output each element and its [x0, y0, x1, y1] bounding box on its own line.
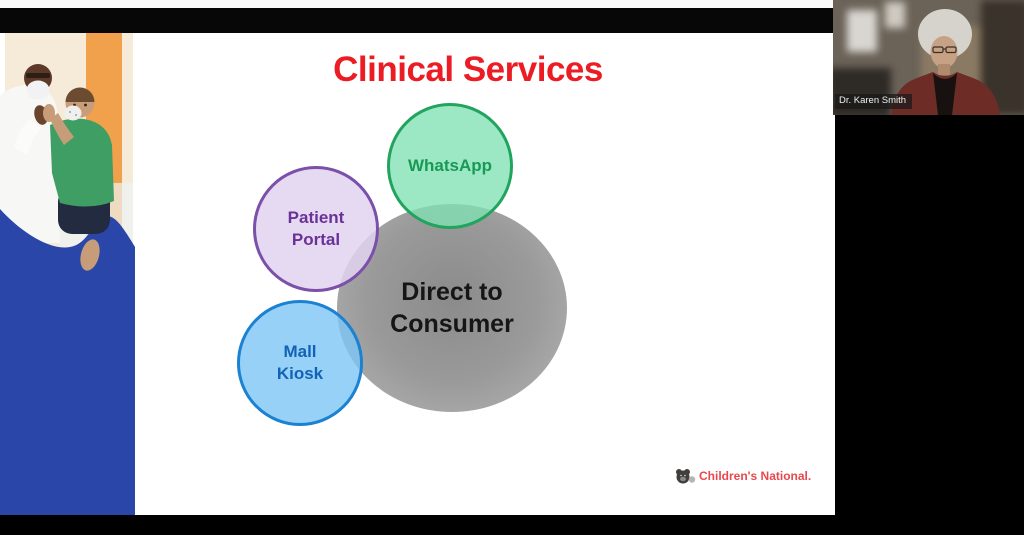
venn-mall-kiosk-label-line2: Kiosk	[276, 364, 324, 383]
share-top-strip	[0, 0, 835, 8]
participant-video	[891, 9, 1000, 115]
share-letterbox-bar	[0, 8, 833, 33]
venn-whatsapp-label: WhatsApp	[407, 156, 493, 175]
venn-patient-portal-label-line2: Portal	[291, 230, 341, 249]
bear-logo-icon	[676, 469, 696, 484]
venn-circle-whatsapp: WhatsApp	[387, 103, 513, 229]
participant-name-label: Dr. Karen Smith	[835, 94, 913, 110]
venn-circle-patient-portal: Patient Portal	[253, 166, 379, 292]
venn-mall-kiosk-label-line1: Mall	[283, 341, 317, 361]
venn-center-label-line1: Direct to	[401, 277, 503, 306]
doctor-child-photo	[0, 33, 135, 515]
participant-video-tile[interactable]: Dr. Karen Smith	[833, 0, 1024, 115]
venn-circle-mall-kiosk: Mall Kiosk	[237, 300, 363, 426]
venn-center-label-line2: Consumer	[390, 310, 514, 338]
venn-patient-portal-label-line1: Patient	[287, 207, 345, 227]
slide-title: Clinical Services	[333, 50, 603, 89]
logo-text: Children's National.	[699, 469, 812, 483]
screen-share-area: Clinical Services Direct to Consumer Wha…	[0, 0, 835, 515]
childrens-national-logo: Children's National.	[672, 464, 811, 488]
